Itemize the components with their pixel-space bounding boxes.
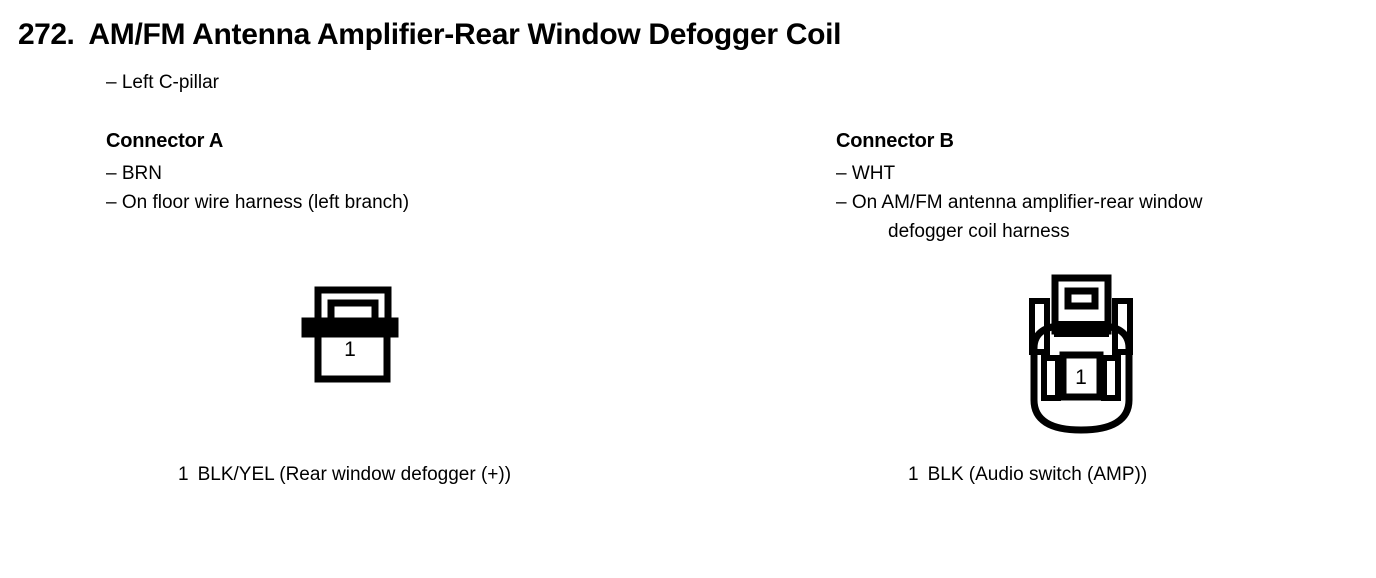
connector-a-heading: Connector A	[106, 130, 224, 152]
connector-a-block: Connector A – BRN – On floor wire harnes…	[106, 130, 726, 217]
connector-a-color: – BRN	[106, 163, 162, 184]
connector-a-cavity-label: 1	[344, 338, 356, 361]
connector-a-pin-text: BLK/YEL (Rear window defogger (+))	[197, 464, 512, 485]
location-note: – Left C-pillar	[106, 72, 219, 93]
section-number: 272.	[18, 18, 75, 51]
connector-a-pin-caption: 1 BLK/YEL (Rear window defogger (+))	[178, 464, 511, 486]
connector-b-pin-text: BLK (Audio switch (AMP))	[927, 464, 1148, 485]
connector-b-cavity-label: 1	[1075, 366, 1087, 389]
connector-b-harness-cont-text: defogger coil harness	[888, 221, 1070, 242]
connector-b-diagram: 1	[1029, 274, 1133, 434]
connector-b-pin-number: 1	[908, 464, 919, 485]
page-title: AM/FM Antenna Amplifier-Rear Window Defo…	[88, 18, 842, 51]
connector-a-harness: – On floor wire harness (left branch)	[106, 192, 410, 213]
connector-b-harness-cont: defogger coil harness	[836, 217, 1356, 246]
connector-a-pin-number: 1	[178, 464, 189, 485]
connector-b-color: – WHT	[836, 163, 896, 184]
connector-b-heading: Connector B	[836, 130, 954, 152]
page-header: 272. AM/FM Antenna Amplifier-Rear Window…	[18, 18, 842, 52]
connector-b-harness: – On AM/FM antenna amplifier-rear window	[836, 192, 1203, 213]
connector-a-diagram: 1	[301, 286, 399, 383]
connector-b-pin-caption: 1 BLK (Audio switch (AMP))	[908, 464, 1147, 486]
connector-b-block: Connector B – WHT – On AM/FM antenna amp…	[836, 130, 1356, 246]
